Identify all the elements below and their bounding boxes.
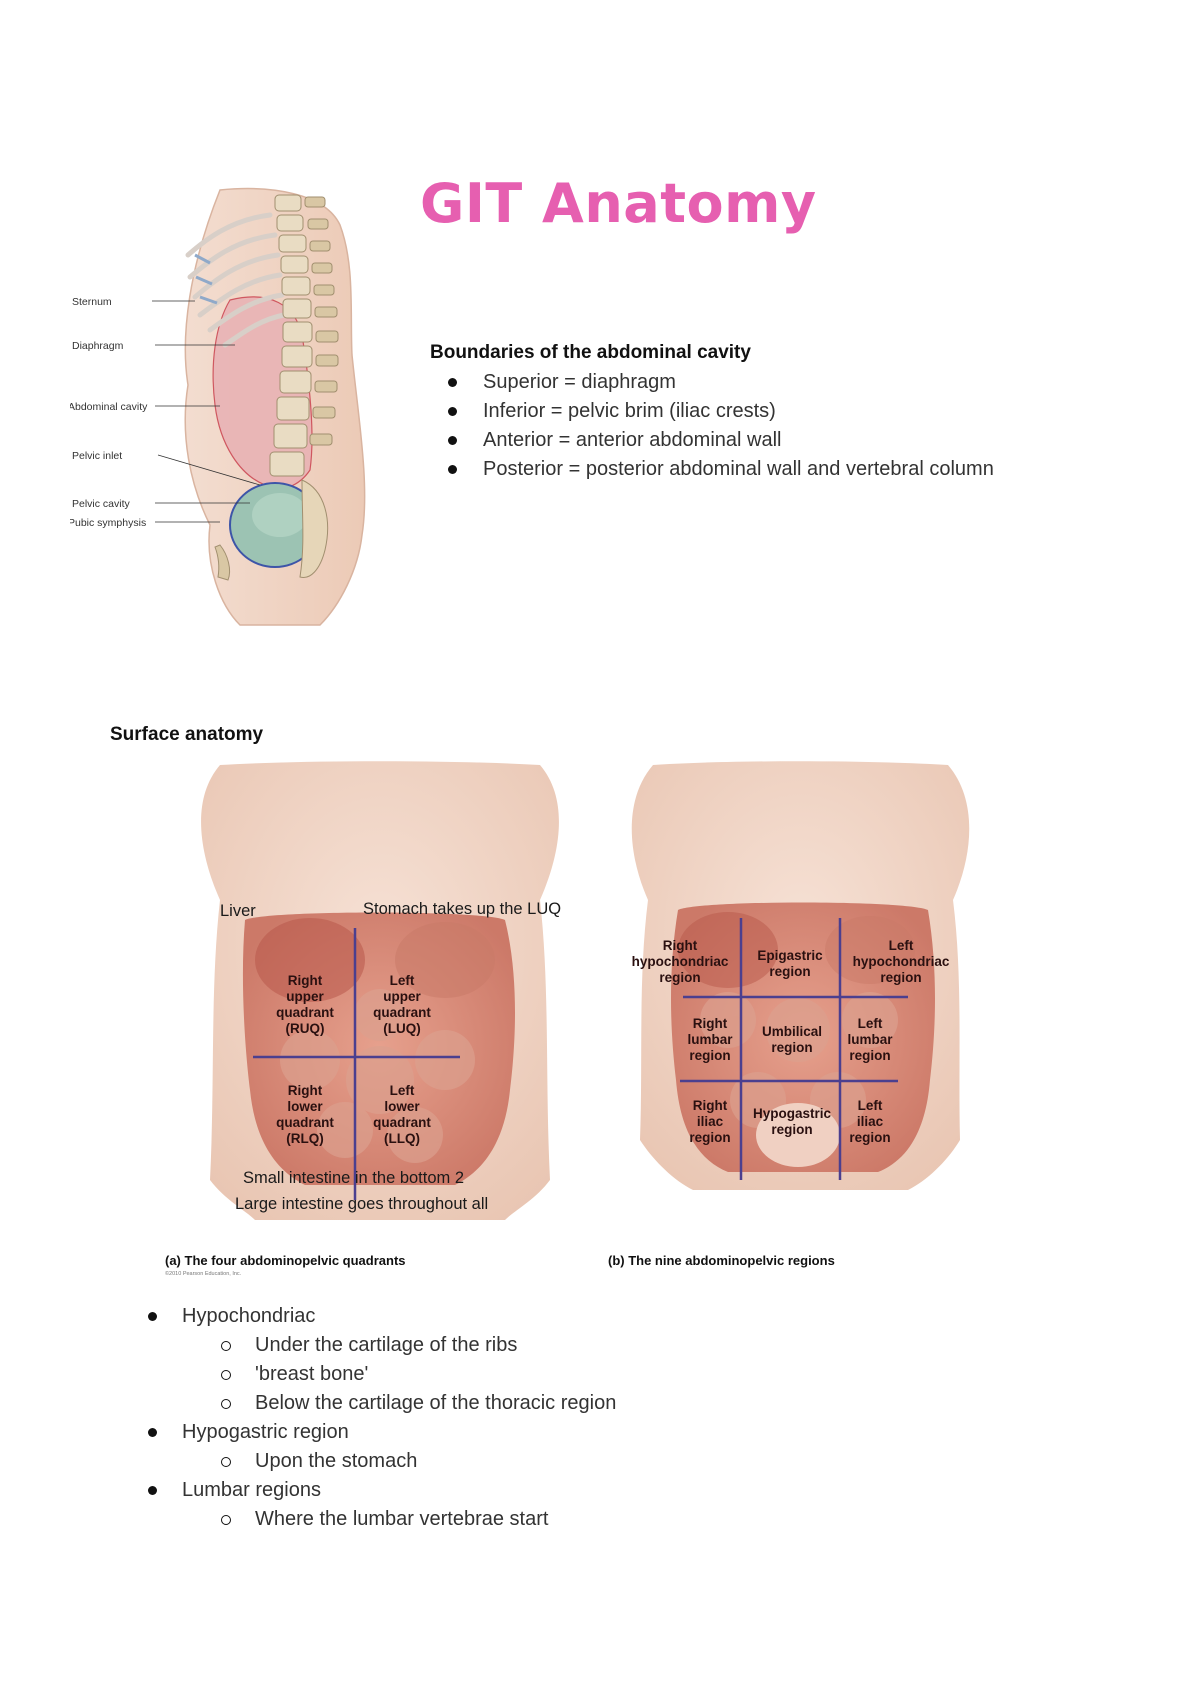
- copyright-text: ©2010 Pearson Education, Inc.: [165, 1270, 242, 1277]
- llq-label-1: Left: [390, 1083, 415, 1098]
- region-r-lumbar-2: lumbar: [687, 1032, 733, 1047]
- region-epi-1: Epigastric: [757, 948, 823, 963]
- bullet-icon: [448, 436, 457, 445]
- annotation-stomach: Stomach takes up the LUQ: [363, 900, 561, 918]
- region-l-hypo-3: region: [880, 970, 921, 985]
- region-r-iliac-1: Right: [693, 1098, 728, 1113]
- region-r-hypo-3: region: [659, 970, 700, 985]
- annotation-liver: Liver: [220, 902, 256, 920]
- luq-label-2: upper: [383, 989, 421, 1004]
- ruq-label-4: (RUQ): [286, 1021, 325, 1036]
- annotation-small-intestine: Small intestine in the bottom 2: [243, 1169, 464, 1187]
- label-diaphragm: Diaphragm: [72, 340, 124, 352]
- quadrants-figure: Right upper quadrant (RUQ) Left upper qu…: [165, 761, 561, 1277]
- sub-bullet-icon: [221, 1370, 231, 1380]
- regions-figure: Right hypochondriac region Epigastric re…: [608, 761, 970, 1268]
- label-sternum: Sternum: [72, 296, 112, 308]
- region-r-lumbar-3: region: [689, 1048, 730, 1063]
- list-item: Hypochondriac: [148, 1302, 616, 1331]
- region-l-hypo-2: hypochondriac: [853, 954, 950, 969]
- rlq-label-3: quadrant: [276, 1115, 334, 1130]
- caption-b: (b) The nine abdominopelvic regions: [608, 1253, 835, 1268]
- region-l-lumbar-3: region: [849, 1048, 890, 1063]
- list-item: Superior = diaphragm: [448, 368, 994, 397]
- ruq-label-3: quadrant: [276, 1005, 334, 1020]
- bullet-icon: [448, 465, 457, 474]
- list-item: Under the cartilage of the ribs: [148, 1331, 616, 1360]
- llq-label-2: lower: [384, 1099, 420, 1114]
- llq-label-4: (LLQ): [384, 1131, 420, 1146]
- sub-bullet-icon: [221, 1399, 231, 1409]
- bullet-icon: [448, 407, 457, 416]
- list-item: Inferior = pelvic brim (iliac crests): [448, 397, 994, 426]
- caption-a: (a) The four abdominopelvic quadrants: [165, 1253, 406, 1268]
- luq-label-3: quadrant: [373, 1005, 431, 1020]
- notes-list: Hypochondriac Under the cartilage of the…: [148, 1302, 616, 1534]
- region-l-lumbar-1: Left: [858, 1016, 883, 1031]
- rlq-label-2: lower: [287, 1099, 323, 1114]
- region-umb-2: region: [771, 1040, 812, 1055]
- region-r-hypo-1: Right: [663, 938, 698, 953]
- region-r-iliac-3: region: [689, 1130, 730, 1145]
- sub-bullet-icon: [221, 1341, 231, 1351]
- luq-label-4: (LUQ): [383, 1021, 421, 1036]
- page-title: GIT Anatomy: [420, 172, 817, 235]
- rlq-label-4: (RLQ): [286, 1131, 324, 1146]
- bullet-icon: [148, 1486, 157, 1495]
- boundaries-heading: Boundaries of the abdominal cavity: [430, 342, 751, 363]
- region-hypog-1: Hypogastric: [753, 1106, 832, 1121]
- list-item: Posterior = posterior abdominal wall and…: [448, 455, 994, 484]
- ruq-label-2: upper: [286, 989, 324, 1004]
- bullet-icon: [148, 1428, 157, 1437]
- label-pelvic-inlet: Pelvic inlet: [72, 450, 122, 462]
- surface-heading: Surface anatomy: [110, 724, 264, 745]
- region-hypog-2: region: [771, 1122, 812, 1137]
- list-item: Anterior = anterior abdominal wall: [448, 426, 994, 455]
- lateral-cavity-figure: Sternum Diaphragm Abdominal cavity Pelvi…: [70, 187, 366, 626]
- sub-bullet-icon: [221, 1515, 231, 1525]
- boundaries-list: Superior = diaphragm Inferior = pelvic b…: [448, 368, 994, 484]
- region-l-iliac-1: Left: [858, 1098, 883, 1113]
- label-pelvic-cavity: Pelvic cavity: [72, 498, 131, 510]
- list-item: Lumbar regions: [148, 1476, 616, 1505]
- list-item: Upon the stomach: [148, 1447, 616, 1476]
- label-pubic-symphysis: Pubic symphysis: [70, 517, 146, 529]
- region-r-hypo-2: hypochondriac: [632, 954, 729, 969]
- luq-label-1: Left: [390, 973, 415, 988]
- region-r-lumbar-1: Right: [693, 1016, 728, 1031]
- list-item: Hypogastric region: [148, 1418, 616, 1447]
- label-abdominal-cavity: Abdominal cavity: [70, 401, 148, 413]
- region-l-iliac-3: region: [849, 1130, 890, 1145]
- list-item: Below the cartilage of the thoracic regi…: [148, 1389, 616, 1418]
- llq-label-3: quadrant: [373, 1115, 431, 1130]
- ruq-label-1: Right: [288, 973, 323, 988]
- region-l-lumbar-2: lumbar: [847, 1032, 893, 1047]
- region-epi-2: region: [769, 964, 810, 979]
- bullet-icon: [448, 378, 457, 387]
- region-l-iliac-2: iliac: [857, 1114, 884, 1129]
- annotation-large-intestine: Large intestine goes throughout all: [235, 1195, 488, 1213]
- region-l-hypo-1: Left: [889, 938, 914, 953]
- rlq-label-1: Right: [288, 1083, 323, 1098]
- region-umb-1: Umbilical: [762, 1024, 822, 1039]
- bullet-icon: [148, 1312, 157, 1321]
- list-item: Where the lumbar vertebrae start: [148, 1505, 616, 1534]
- list-item: 'breast bone': [148, 1360, 616, 1389]
- region-r-iliac-2: iliac: [697, 1114, 724, 1129]
- sub-bullet-icon: [221, 1457, 231, 1467]
